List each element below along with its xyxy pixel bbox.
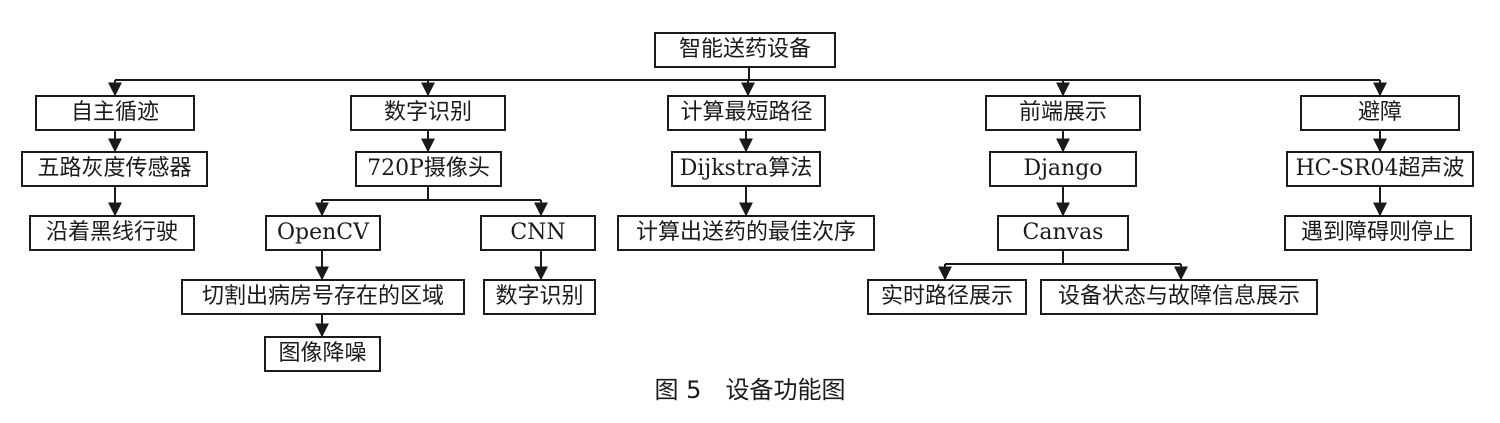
opencv-node: OpenCV bbox=[265, 215, 381, 251]
branch-node-shortest-path: 计算最短路径 bbox=[667, 95, 826, 131]
figure-caption: 图 5 设备功能图 bbox=[654, 376, 846, 404]
follow-line-node-label: 沿着黑线行驶 bbox=[45, 220, 178, 245]
crop-region-node: 切割出病房号存在的区域 bbox=[181, 279, 465, 315]
sensor-node-label: 五路灰度传感器 bbox=[37, 156, 192, 181]
django-node-label: Django bbox=[1023, 156, 1103, 181]
django-node: Django bbox=[989, 151, 1137, 187]
optimal-order-node-label: 计算出送药的最佳次序 bbox=[635, 220, 856, 245]
stop-on-obstacle-node: 遇到障碍则停止 bbox=[1284, 215, 1472, 251]
branch-node-shortest-path-label: 计算最短路径 bbox=[680, 100, 813, 125]
status-fault-node-label: 设备状态与故障信息展示 bbox=[1057, 284, 1300, 309]
branch-node-frontend-label: 前端展示 bbox=[1018, 100, 1107, 125]
canvas-node-label: Canvas bbox=[1022, 220, 1104, 245]
branch-node-tracking: 自主循迹 bbox=[35, 95, 195, 131]
camera-node: 720P摄像头 bbox=[355, 151, 502, 187]
dijkstra-node-label: Dijkstra算法 bbox=[679, 156, 813, 181]
realtime-path-node-label: 实时路径展示 bbox=[880, 284, 1013, 309]
cnn-node: CNN bbox=[480, 215, 596, 251]
canvas-node: Canvas bbox=[997, 215, 1129, 251]
stop-on-obstacle-node-label: 遇到障碍则停止 bbox=[1300, 220, 1455, 245]
realtime-path-node: 实时路径展示 bbox=[867, 279, 1027, 315]
ultrasonic-node: HC-SR04超声波 bbox=[1286, 151, 1474, 187]
root-node-label: 智能送药设备 bbox=[678, 37, 811, 62]
ultrasonic-node-label: HC-SR04超声波 bbox=[1295, 156, 1465, 181]
cnn-digit-recognition-node-label: 数字识别 bbox=[495, 284, 584, 309]
branch-node-digit-recognition-label: 数字识别 bbox=[383, 100, 472, 125]
branch-node-obstacle-avoidance: 避障 bbox=[1300, 95, 1460, 131]
branch-node-obstacle-avoidance-label: 避障 bbox=[1357, 100, 1402, 125]
opencv-node-label: OpenCV bbox=[276, 220, 370, 245]
denoise-node-label: 图像降噪 bbox=[278, 341, 367, 366]
status-fault-node: 设备状态与故障信息展示 bbox=[1040, 279, 1318, 315]
sensor-node: 五路灰度传感器 bbox=[21, 151, 208, 187]
optimal-order-node: 计算出送药的最佳次序 bbox=[617, 215, 875, 251]
branch-node-tracking-label: 自主循迹 bbox=[70, 100, 159, 125]
branch-node-frontend: 前端展示 bbox=[985, 95, 1141, 131]
dijkstra-node: Dijkstra算法 bbox=[671, 151, 821, 187]
root-node: 智能送药设备 bbox=[654, 32, 836, 68]
denoise-node: 图像降噪 bbox=[264, 336, 381, 372]
camera-node-label: 720P摄像头 bbox=[367, 156, 490, 181]
branch-node-digit-recognition: 数字识别 bbox=[350, 95, 506, 131]
crop-region-node-label: 切割出病房号存在的区域 bbox=[201, 284, 444, 309]
cnn-digit-recognition-node: 数字识别 bbox=[483, 279, 596, 315]
cnn-node-label: CNN bbox=[510, 220, 566, 245]
follow-line-node: 沿着黑线行驶 bbox=[29, 215, 195, 251]
